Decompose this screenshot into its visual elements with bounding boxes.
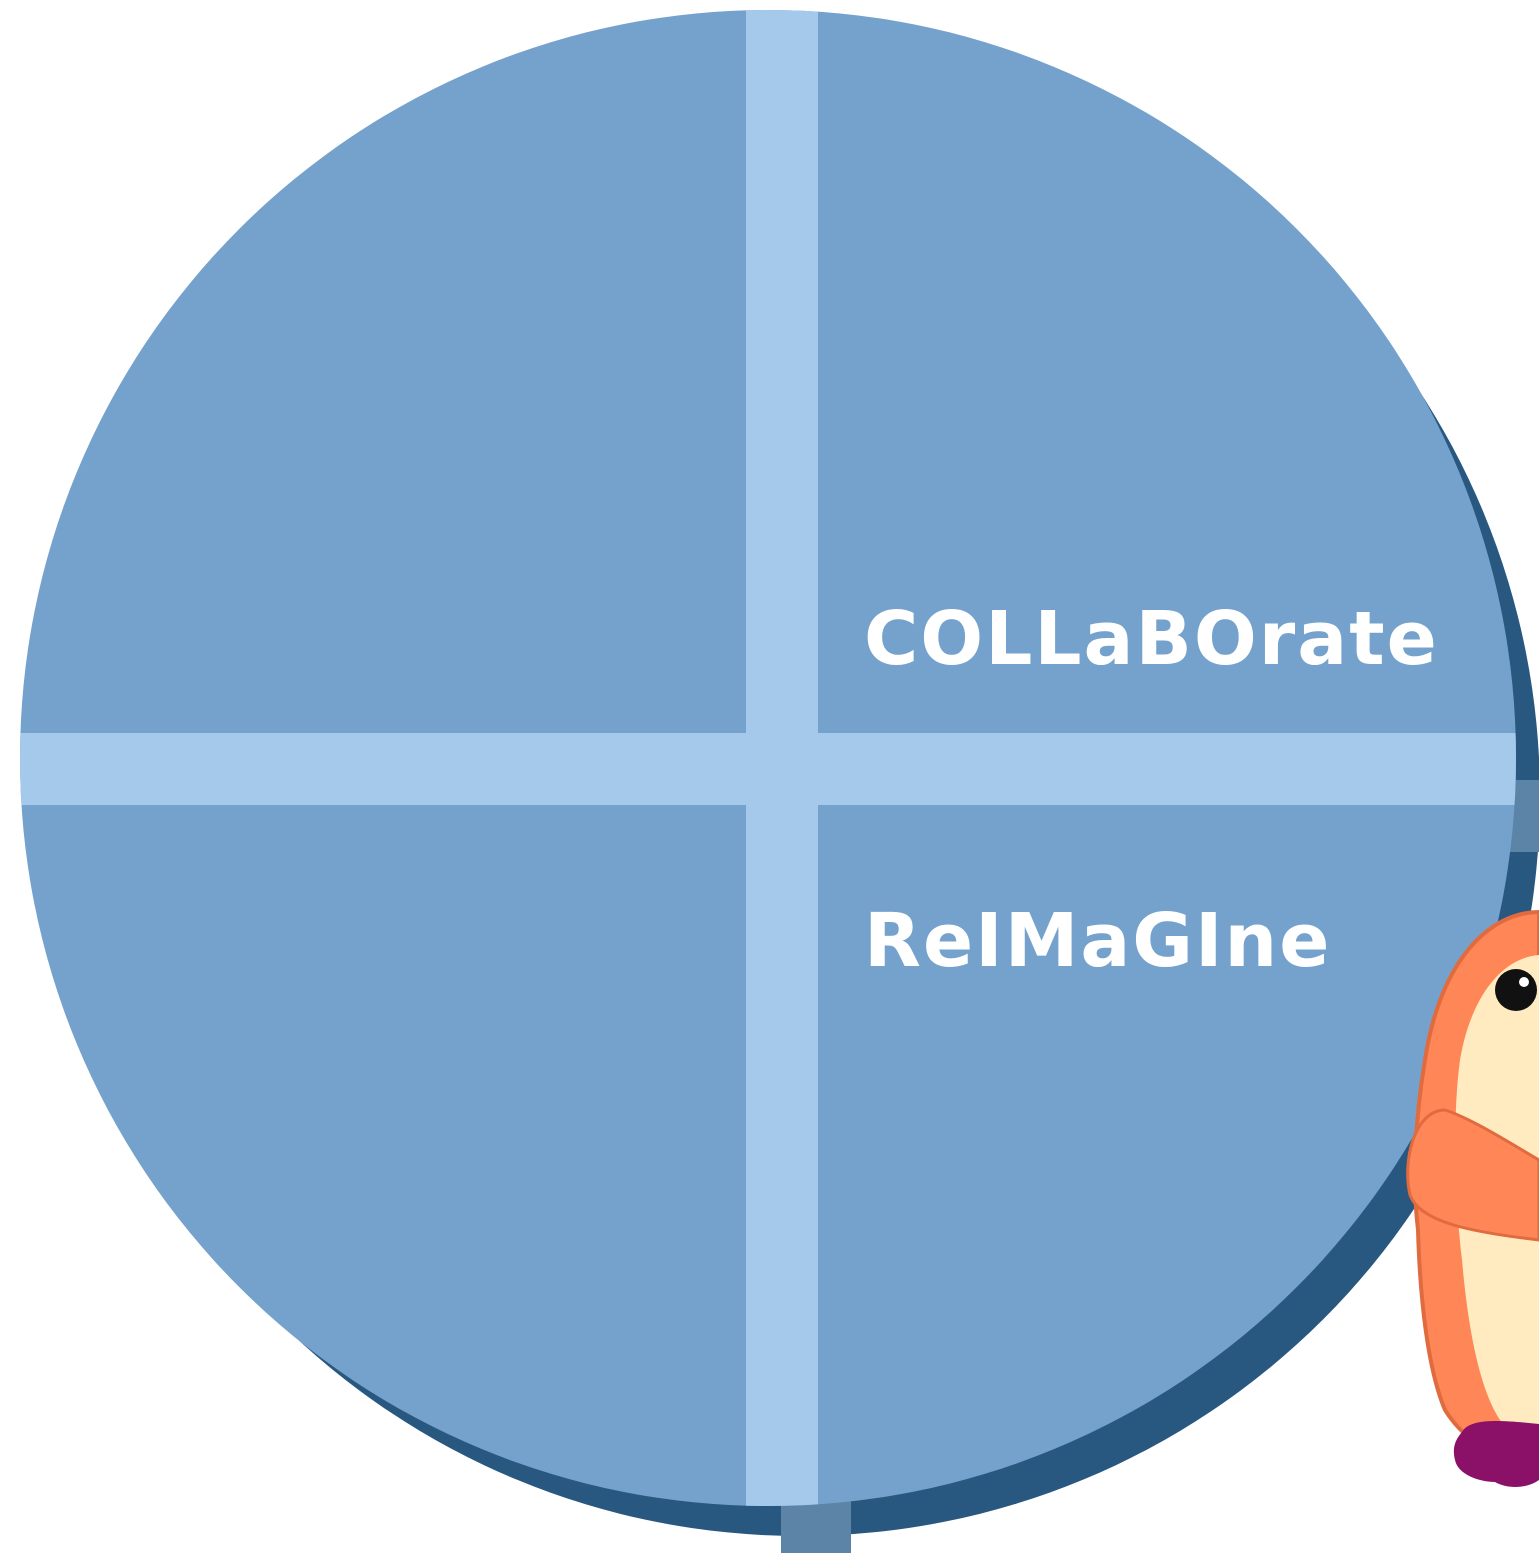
penguin-eye-icon xyxy=(1495,969,1537,1011)
penguin-wing xyxy=(1406,1108,1539,1242)
penguin-mascot xyxy=(1406,909,1539,1487)
penguin-eye-shine xyxy=(1519,977,1529,987)
label-reimagine: ReIMaGIne xyxy=(864,898,1331,984)
horizontal-divider xyxy=(20,733,1516,805)
penguin-foot xyxy=(1453,1421,1539,1487)
label-collaborate: COLLaBOrate xyxy=(864,596,1439,682)
